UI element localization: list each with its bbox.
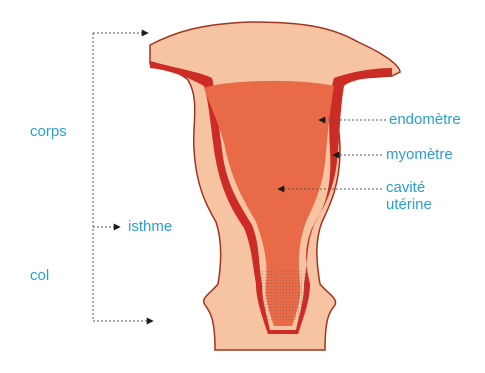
label-endometre: endomètre <box>389 112 461 128</box>
label-corps: corps <box>30 124 67 140</box>
left-bracket <box>93 33 153 321</box>
label-cavite-line2: utérine <box>386 197 432 213</box>
cervix-texture <box>260 270 306 322</box>
label-myometre: myomètre <box>386 147 453 163</box>
label-cavite-line1: cavité <box>386 180 425 196</box>
label-col: col <box>30 268 49 284</box>
label-isthme: isthme <box>128 219 172 235</box>
